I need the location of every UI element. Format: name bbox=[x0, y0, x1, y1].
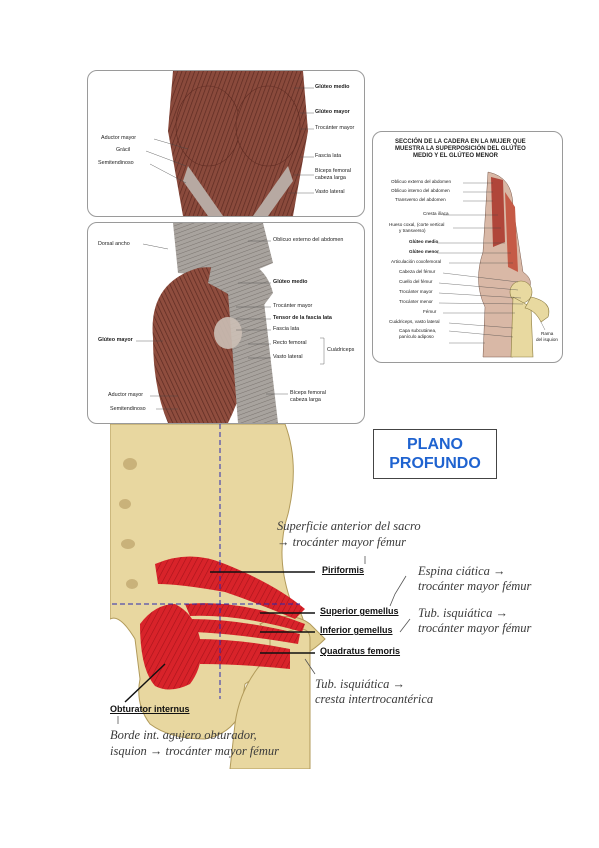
note-piriformis-1: Superficie anterior del sacro bbox=[277, 519, 421, 533]
label-semitendinoso-2: Semitendinoso bbox=[110, 406, 146, 412]
deep-plane-illustration bbox=[110, 424, 411, 769]
label-oblicuo-externo: Oblicuo externo del abdomen bbox=[273, 237, 344, 243]
note-obturator-2: isquion → trocánter mayor fémur bbox=[110, 744, 279, 758]
posterior-muscles-illustration bbox=[145, 71, 314, 216]
label-gluteo-medio: Glúteo medio bbox=[315, 84, 350, 90]
label-gluteo-medio-2: Glúteo medio bbox=[273, 279, 308, 285]
plano-line2: PROFUNDO bbox=[389, 455, 481, 472]
label-trocanter-menor: Trocánter menor bbox=[399, 299, 433, 304]
label-cabeza-larga: cabeza larga bbox=[315, 175, 346, 181]
label-tensor-fascia-lata: Tensor de la fascia lata bbox=[273, 315, 332, 321]
note-quadratus-2: cresta intertrocantérica bbox=[315, 692, 434, 706]
label-hueso-coxal: Hueso coxal, (corte vertical bbox=[389, 222, 445, 227]
label-fascia-lata: Fascia lata bbox=[315, 153, 342, 159]
panel-lateral-gluteal: Dorsal ancho Oblicuo externo del abdomen… bbox=[87, 222, 365, 424]
note-inferior-2: trocánter mayor fémur bbox=[418, 621, 532, 635]
label-corte-transverso: y transverso) bbox=[399, 228, 426, 233]
label-isquion: del isquion bbox=[536, 337, 558, 342]
label-vasto-lateral-3: Cuádriceps, vasto lateral bbox=[389, 319, 440, 324]
label-transverso: Transverso del abdomen bbox=[395, 197, 446, 202]
plano-line1: PLANO bbox=[407, 436, 463, 453]
label-recto-femoral: Recto femoral bbox=[273, 340, 307, 346]
label-vasto-lateral: Vasto lateral bbox=[315, 189, 345, 195]
note-superior-2: trocánter mayor fémur bbox=[418, 579, 532, 593]
lateral-gluteal-illustration bbox=[136, 223, 325, 423]
section-title-line1: SECCIÓN DE LA CADERA EN LA MUJER QUE bbox=[395, 139, 526, 145]
label-trocanter-mayor-3: Trocánter mayor bbox=[399, 289, 433, 294]
label-gluteo-menor: Glúteo menor bbox=[409, 249, 439, 254]
label-biceps-femoral: Bíceps femoral bbox=[315, 168, 351, 174]
label-trocanter-mayor: Trocánter mayor bbox=[315, 125, 355, 131]
deep-plane-diagram: Piriformis Superior gemellus Inferior ge… bbox=[110, 424, 550, 769]
label-cabeza-larga-2: cabeza larga bbox=[290, 397, 321, 403]
label-articulacion: Articulación coxofemoral bbox=[391, 259, 442, 264]
label-cuello-femur: Cuello del fémur bbox=[399, 279, 433, 284]
note-obturator-1: Borde int. agujero obturador, bbox=[110, 728, 257, 742]
label-cuadriceps: Cuádriceps bbox=[327, 347, 355, 353]
label-gluteo-mayor-2: Glúteo mayor bbox=[98, 337, 133, 343]
note-quadratus-1: Tub. isquiática → bbox=[315, 677, 405, 691]
label-gluteo-mayor: Glúteo mayor bbox=[315, 109, 350, 115]
label-dorsal-ancho: Dorsal ancho bbox=[98, 241, 130, 247]
label-semitendinoso: Semitendinoso bbox=[98, 160, 134, 166]
label-vasto-lateral-2: Vasto lateral bbox=[273, 354, 303, 360]
label-oblicuo-int: Oblicuo interno del abdomen bbox=[391, 188, 450, 193]
label-cresta-iliaca: Cresta ilíaca bbox=[423, 211, 449, 216]
section-title-line3: MEDIO Y EL GLÚTEO MENOR bbox=[413, 153, 499, 159]
panel-hip-section: SECCIÓN DE LA CADERA EN LA MUJER QUE MUE… bbox=[372, 131, 563, 363]
label-cabeza-femur: Cabeza del fémur bbox=[399, 269, 436, 274]
panel-posterior-superficial: Glúteo medio Glúteo mayor Trocánter mayo… bbox=[87, 70, 365, 217]
label-rama: Rama bbox=[541, 331, 554, 336]
label-inferior-gemellus: Inferior gemellus bbox=[320, 625, 393, 635]
label-quadratus-femoris: Quadratus femoris bbox=[320, 646, 401, 656]
note-piriformis-2: → trocánter mayor fémur bbox=[277, 535, 407, 549]
label-paniculo: panículo adiposo bbox=[399, 334, 434, 339]
hip-section-illustration bbox=[437, 171, 550, 358]
note-inferior-1: Tub. isquiática → bbox=[418, 606, 508, 620]
label-oblicuo-ext: Oblicuo externo del abdomen bbox=[391, 179, 452, 184]
label-femur: Fémur bbox=[423, 309, 437, 314]
label-superior-gemellus: Superior gemellus bbox=[320, 606, 399, 616]
plano-profundo-box: PLANO PROFUNDO bbox=[373, 429, 497, 479]
note-superior-1: Espina ciática → bbox=[418, 564, 506, 578]
label-obturator-internus: Obturator internus bbox=[110, 704, 190, 714]
label-piriformis: Piriformis bbox=[322, 565, 365, 575]
label-gluteo-medio-3: Glúteo medio bbox=[409, 239, 439, 244]
label-fascia-lata-2: Fascia lata bbox=[273, 326, 300, 332]
label-gracil: Grácil bbox=[116, 147, 131, 153]
label-biceps-femoral-2: Bíceps femoral bbox=[290, 390, 326, 396]
section-title-line2: MUESTRA LA SUPERPOSICIÓN DEL GLÚTEO bbox=[395, 146, 526, 152]
label-aductor-mayor-2: Aductor mayor bbox=[108, 392, 144, 398]
label-aductor-mayor: Aductor mayor bbox=[101, 135, 137, 141]
label-trocanter-mayor-2: Trocánter mayor bbox=[273, 303, 313, 309]
label-capa-subcutanea: Capa subcutánea, bbox=[399, 328, 437, 333]
